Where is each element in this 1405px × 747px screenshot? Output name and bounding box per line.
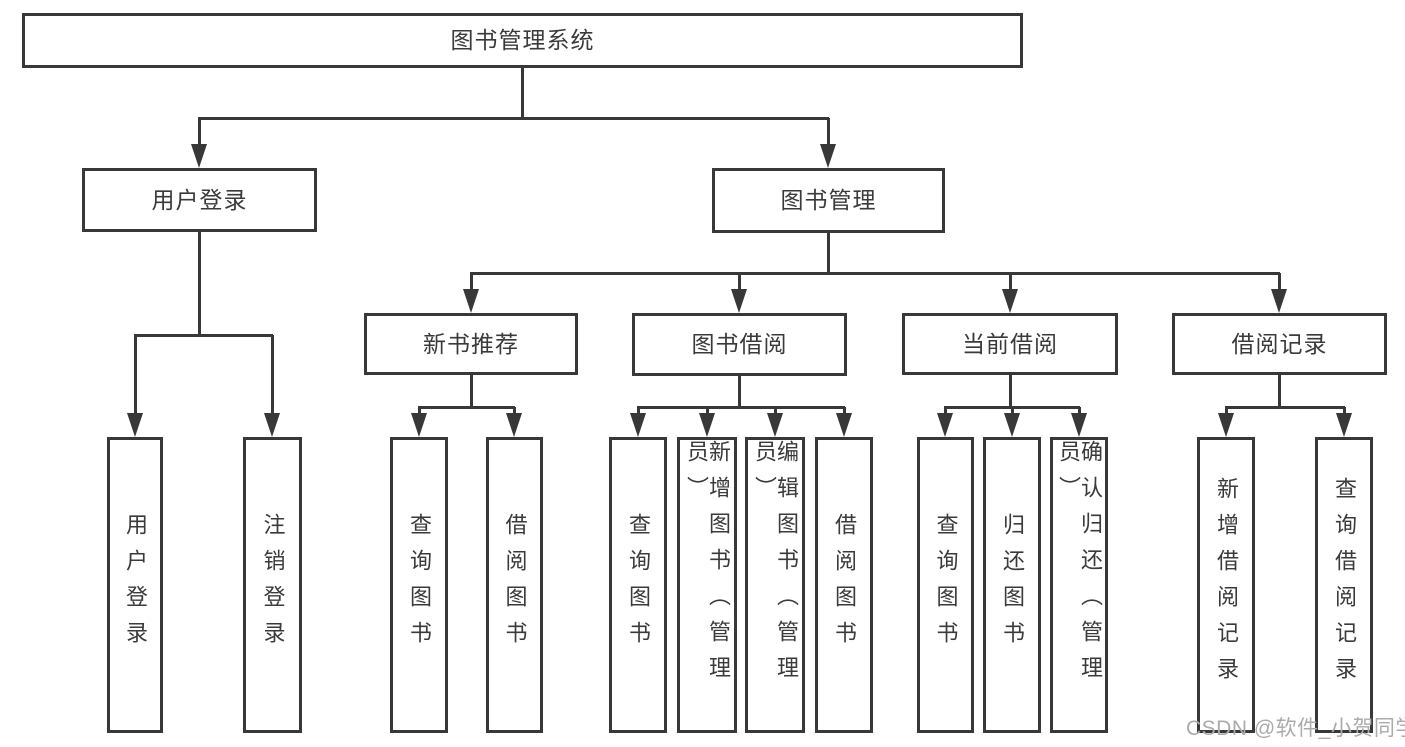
connector-line bbox=[706, 407, 709, 417]
connector-line bbox=[134, 335, 137, 417]
connector-line bbox=[521, 68, 524, 118]
node-label: 归还图书 bbox=[1000, 513, 1025, 657]
connector-line bbox=[827, 118, 830, 148]
connector-line bbox=[1278, 273, 1281, 293]
arrow-down-icon bbox=[937, 413, 953, 437]
node-label: 图书管理系统 bbox=[450, 27, 595, 53]
node-logout: 注销登录 bbox=[243, 437, 302, 733]
arrow-down-icon bbox=[411, 413, 427, 437]
node-records-query-record: 查询借阅记录 bbox=[1315, 437, 1373, 733]
node-label: 用户登录 bbox=[123, 513, 148, 657]
arrow-down-icon bbox=[630, 413, 646, 437]
connector-line bbox=[198, 232, 201, 335]
node-borrow-borrow-books: 借阅图书 bbox=[815, 437, 873, 733]
connector-line bbox=[843, 407, 846, 417]
connector-line bbox=[418, 406, 515, 409]
arrow-down-icon bbox=[1271, 289, 1287, 313]
connector-line bbox=[1225, 407, 1228, 417]
node-label: 新增图书（管理员） bbox=[684, 440, 731, 692]
node-borrow-edit-books-admin: 编辑图书（管理员） bbox=[745, 437, 805, 733]
connector-line bbox=[198, 118, 201, 148]
connector-line bbox=[1009, 375, 1012, 407]
node-label: 借阅记录 bbox=[1231, 330, 1328, 357]
arrow-down-icon bbox=[463, 289, 479, 313]
node-label: 编辑图书（管理员） bbox=[752, 440, 799, 692]
node-label: 新增借阅记录 bbox=[1214, 477, 1239, 693]
node-label: 查询图书 bbox=[626, 513, 651, 657]
connector-line bbox=[198, 117, 829, 120]
connector-line bbox=[470, 375, 473, 407]
connector-line bbox=[1009, 273, 1012, 293]
arrow-down-icon bbox=[836, 413, 852, 437]
node-label: 查询借阅记录 bbox=[1332, 477, 1357, 693]
connector-line bbox=[1011, 407, 1014, 417]
node-new-book-recommend: 新书推荐 bbox=[364, 313, 578, 375]
node-recommend-borrow-books: 借阅图书 bbox=[486, 437, 543, 733]
node-current-borrowing: 当前借阅 bbox=[902, 313, 1118, 375]
node-library-system: 图书管理系统 bbox=[22, 13, 1023, 68]
node-label: 当前借阅 bbox=[962, 330, 1058, 357]
node-borrow-query-books: 查询图书 bbox=[609, 437, 667, 733]
node-label: 图书管理 bbox=[780, 187, 877, 213]
connector-line bbox=[1343, 407, 1346, 417]
connector-line bbox=[637, 406, 845, 409]
node-borrow-add-books-admin: 新增图书（管理员） bbox=[677, 437, 737, 733]
arrow-down-icon bbox=[1071, 413, 1087, 437]
arrow-down-icon bbox=[1218, 413, 1234, 437]
node-book-borrowing: 图书借阅 bbox=[632, 313, 847, 376]
node-recommend-query-books: 查询图书 bbox=[390, 437, 448, 733]
node-label: 借阅图书 bbox=[832, 513, 857, 657]
connector-line bbox=[774, 407, 777, 417]
node-label: 查询图书 bbox=[407, 513, 432, 657]
node-label: 新书推荐 bbox=[423, 330, 519, 357]
connector-line bbox=[637, 407, 640, 417]
arrow-down-icon bbox=[1004, 413, 1020, 437]
connector-line bbox=[1078, 407, 1081, 417]
connector-line bbox=[418, 407, 421, 417]
arrow-down-icon bbox=[1002, 289, 1018, 313]
connector-line bbox=[271, 335, 274, 417]
node-label: 查询图书 bbox=[933, 513, 959, 657]
arrow-down-icon bbox=[191, 144, 207, 168]
arrow-down-icon bbox=[699, 413, 715, 437]
connector-line bbox=[738, 273, 741, 293]
arrow-down-icon bbox=[264, 413, 280, 437]
arrow-down-icon bbox=[506, 413, 522, 437]
node-label: 用户登录 bbox=[151, 186, 248, 213]
arrow-down-icon bbox=[767, 413, 783, 437]
connector-line bbox=[1278, 375, 1281, 407]
connector-line bbox=[513, 407, 516, 417]
node-label: 确认归还（管理员） bbox=[1056, 440, 1103, 692]
arrow-down-icon bbox=[1336, 413, 1352, 437]
arrow-down-icon bbox=[127, 413, 143, 437]
node-login: 用户登录 bbox=[107, 437, 163, 733]
connector-line bbox=[738, 376, 741, 407]
node-book-management: 图书管理 bbox=[712, 168, 945, 233]
node-label: 图书借阅 bbox=[691, 331, 788, 357]
node-records-add-record: 新增借阅记录 bbox=[1197, 437, 1255, 733]
node-current-query-books: 查询图书 bbox=[917, 437, 974, 733]
node-label: 注销登录 bbox=[260, 513, 286, 657]
node-current-return-books: 归还图书 bbox=[983, 437, 1041, 733]
connector-line bbox=[827, 233, 830, 273]
arrow-down-icon bbox=[731, 289, 747, 313]
node-user-login: 用户登录 bbox=[82, 168, 317, 232]
node-label: 借阅图书 bbox=[502, 513, 528, 657]
node-current-confirm-return-admin: 确认归还（管理员） bbox=[1050, 437, 1108, 733]
connector-line bbox=[470, 272, 1280, 275]
connector-line bbox=[134, 334, 273, 337]
connector-line bbox=[470, 273, 473, 293]
connector-line bbox=[944, 407, 947, 417]
connector-line bbox=[1225, 406, 1345, 409]
node-borrowing-records: 借阅记录 bbox=[1172, 313, 1387, 375]
arrow-down-icon bbox=[820, 144, 836, 168]
watermark: CSDN @软件_小贺同学 bbox=[1186, 717, 1405, 740]
